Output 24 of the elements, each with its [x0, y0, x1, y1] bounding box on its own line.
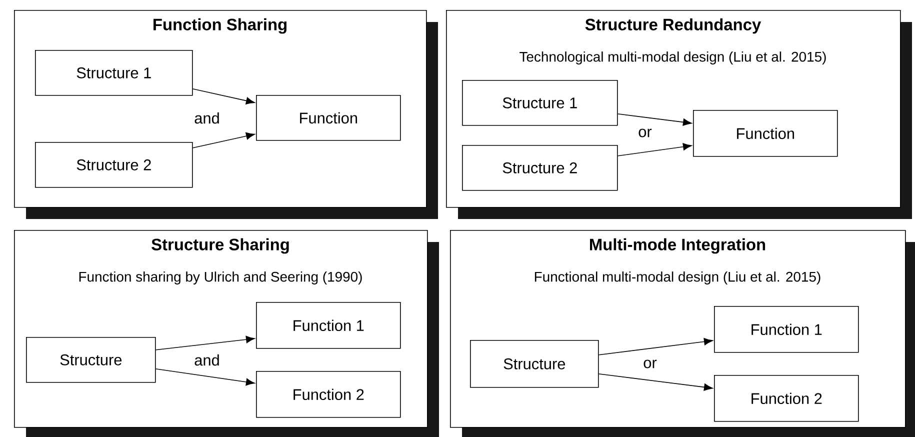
arrow	[598, 373, 713, 391]
text-box: Function	[256, 95, 401, 141]
text-box: Structure	[470, 340, 599, 388]
connector-label: or	[638, 128, 652, 138]
text-box: Function 1	[714, 306, 859, 353]
text-box: Function	[693, 110, 838, 157]
connector-label: and	[194, 112, 219, 124]
arrow	[617, 114, 692, 126]
text-box: Structure 1	[35, 50, 193, 96]
text-box: Function 2	[714, 374, 859, 422]
arrow	[598, 338, 713, 356]
connector-label: and	[194, 354, 219, 366]
arrow	[617, 143, 692, 156]
arrow	[192, 132, 255, 148]
arrow	[155, 368, 255, 386]
connector-label: or	[644, 360, 657, 368]
text-box: Structure 1	[462, 80, 618, 126]
arrow	[192, 88, 255, 104]
text-box: Structure 2	[35, 142, 193, 188]
text-box: Function 2	[256, 370, 401, 418]
text-box: Structure	[26, 336, 156, 383]
text-box: Structure 2	[462, 144, 618, 191]
arrow	[155, 336, 255, 350]
text-box: Function 1	[256, 302, 401, 349]
